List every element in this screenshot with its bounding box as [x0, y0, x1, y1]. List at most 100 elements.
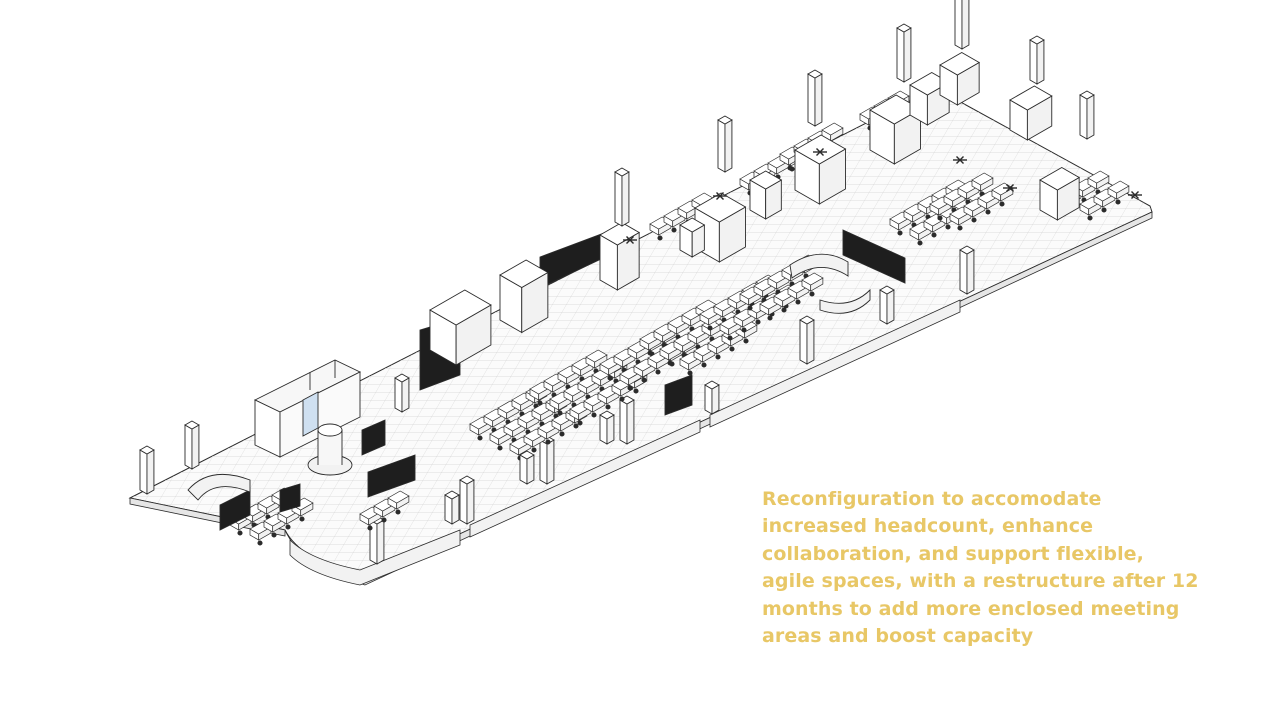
pod-9-top	[1039, 166, 1081, 191]
pod-4	[869, 94, 922, 165]
column-3-top	[619, 395, 635, 405]
pod-1-top	[599, 221, 641, 246]
column-4-side	[799, 319, 808, 365]
pier-5-top	[599, 410, 615, 420]
pod-0	[499, 259, 549, 334]
pier-2-top	[394, 373, 410, 383]
pier-7-front	[724, 119, 733, 173]
pod-2-top	[694, 192, 747, 223]
caption-line-6: areas and boost capacity	[762, 625, 1034, 648]
pier-3	[444, 490, 460, 525]
pier-11-front	[1086, 94, 1095, 140]
pier-2-side	[394, 377, 403, 413]
plants	[623, 148, 1142, 244]
pier-3-front	[451, 494, 460, 525]
cluster-10-chair-4	[743, 338, 749, 344]
circular-lounge	[187, 253, 871, 501]
plant-4	[1128, 191, 1142, 199]
plant-4-leaf-1	[1134, 194, 1139, 199]
pier-6	[614, 167, 630, 227]
workstation-clusters	[229, 90, 1130, 546]
cluster-10-chair-1	[701, 362, 707, 368]
perimeter-bench	[289, 299, 961, 586]
column-3-side	[619, 399, 628, 445]
cluster-14-chair-1	[781, 307, 787, 313]
plant-1-leaf-5	[819, 148, 824, 153]
pier-8-top	[807, 69, 823, 79]
cluster-4-chair-0	[557, 410, 563, 416]
pier-9-side	[896, 27, 905, 83]
pier-3-top	[444, 490, 460, 500]
column-5-front	[966, 249, 975, 295]
pier-12	[704, 380, 720, 415]
pier-1-front	[191, 424, 200, 470]
cluster-21-chair-0	[367, 525, 373, 531]
cluster-18-chair-3	[999, 201, 1005, 207]
cluster-14-desk-3-top	[801, 272, 824, 286]
column-4-top	[799, 315, 815, 325]
plant-5-leaf-5	[719, 192, 724, 197]
pier-7-top	[717, 115, 733, 125]
plant-3-leaf-1	[1009, 187, 1014, 192]
pier-9-top	[896, 23, 912, 33]
project-description: Reconfiguration to accomodate increased …	[762, 486, 1242, 650]
cluster-18-chair-2	[985, 209, 991, 215]
plant-0	[623, 236, 637, 244]
cluster-14-desk-2	[787, 280, 810, 300]
cluster-23-desk-2	[1107, 180, 1130, 200]
caption-line-3: collaboration, and support flexible,	[762, 542, 1144, 565]
cluster-0-chair-0	[477, 435, 483, 441]
column-1-side	[459, 479, 468, 525]
structural-columns	[369, 245, 975, 565]
cluster-17-chair-0	[937, 215, 943, 221]
pier-4-side	[519, 454, 528, 485]
pier-3-side	[444, 494, 453, 525]
pier-7	[717, 115, 733, 173]
column-4-front	[806, 319, 815, 365]
pier-14-front	[1036, 39, 1045, 85]
plant-4-leaf-4	[1131, 191, 1136, 196]
cluster-26-desk-3	[821, 122, 844, 142]
cluster-10-chair-0	[687, 370, 693, 376]
pier-10-front	[961, 0, 970, 50]
pod-8	[1009, 85, 1053, 141]
cluster-13-desk-0	[739, 286, 762, 306]
column-1-top	[459, 475, 475, 485]
pier-0-front	[146, 449, 155, 495]
pier-13-front	[886, 289, 895, 325]
cluster-12-chair-2	[755, 319, 761, 325]
cluster-5-chair-0	[577, 420, 583, 426]
plant-2-leaf-4	[956, 156, 961, 161]
column-2-side	[539, 439, 548, 485]
pier-6-front	[621, 171, 630, 227]
column-4	[799, 315, 815, 365]
cluster-2-chair-3	[559, 431, 565, 437]
pier-9-front	[903, 27, 912, 83]
pier-5	[599, 410, 615, 445]
cluster-5-chair-1	[591, 412, 597, 418]
plant-5-leaf-4	[716, 192, 721, 197]
cluster-16-chair-0	[917, 240, 923, 246]
plant-5	[713, 192, 727, 200]
pier-6-top	[614, 167, 630, 177]
pier-14-top	[1029, 35, 1045, 45]
cluster-11-chair-0	[707, 325, 713, 331]
cluster-7-chair-1	[641, 377, 647, 383]
tall-piers	[139, 0, 1095, 525]
cluster-5-chair-2	[605, 404, 611, 410]
plant-2-leaf-5	[959, 156, 964, 161]
cluster-15-chair-0	[897, 230, 903, 236]
pod-0-top	[499, 259, 549, 289]
cluster-9-chair-0	[667, 360, 673, 366]
pod-6	[909, 71, 951, 126]
cluster-17-desk-3-top	[971, 172, 994, 186]
column-2	[539, 435, 555, 485]
pier-11-side	[1079, 94, 1088, 140]
plant-5-leaf-1	[719, 195, 724, 200]
column-5-top	[959, 245, 975, 255]
pier-13-top	[879, 285, 895, 295]
pier-14	[1029, 35, 1045, 85]
column-3	[619, 395, 635, 445]
pier-6-side	[614, 171, 623, 227]
glass-meeting-room	[253, 359, 362, 458]
